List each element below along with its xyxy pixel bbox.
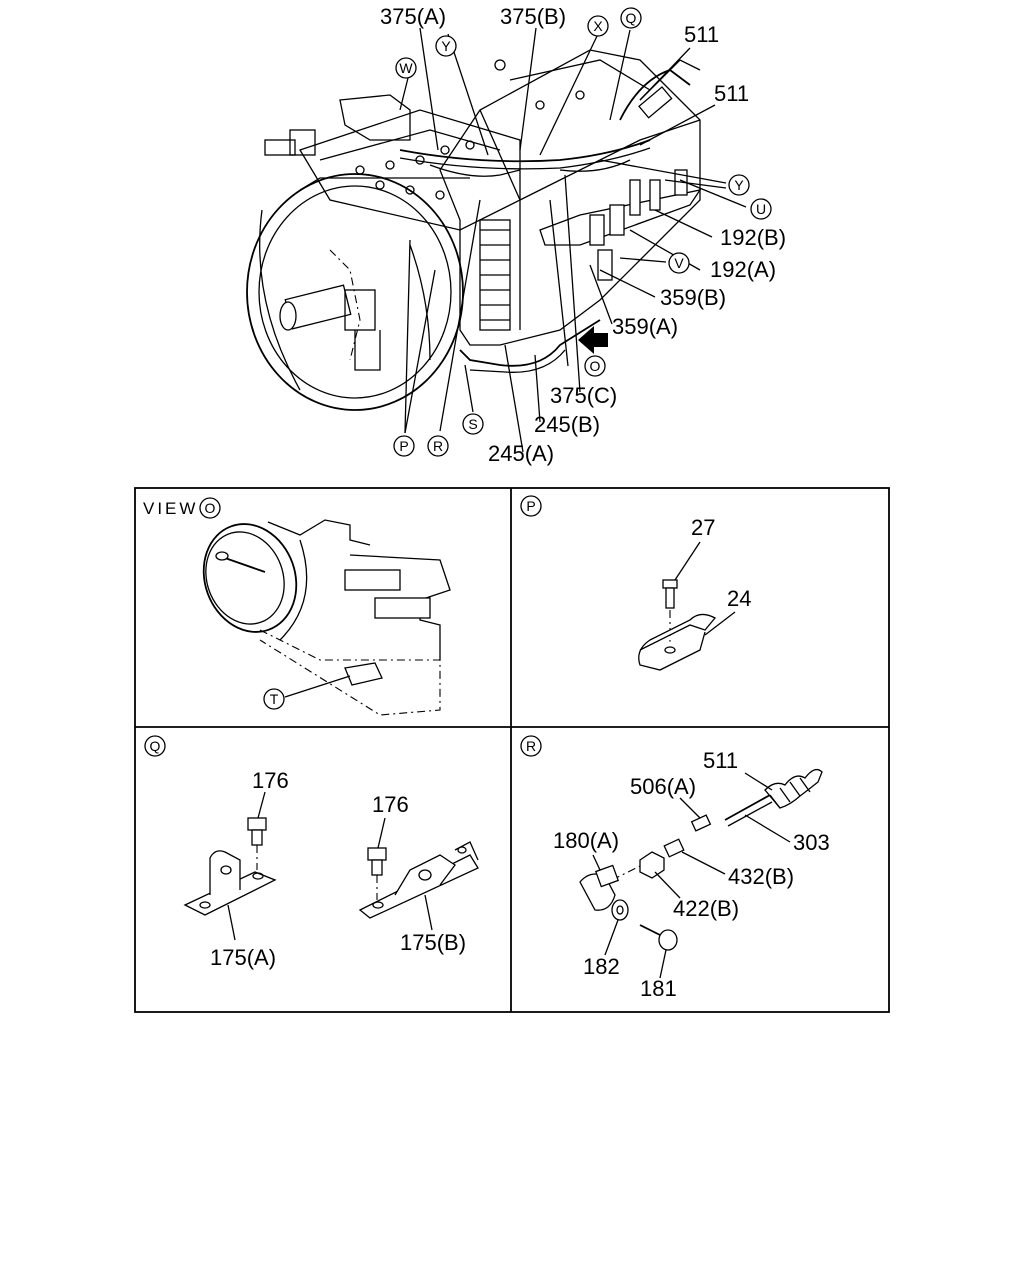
main-callouts: W Y X Q Y U V O S R P [393, 7, 772, 457]
panel-q-callout: Q [144, 735, 166, 757]
main-part-labels: 375(A) 375(B) 511 511 192(B) 192(A) 359(… [380, 4, 786, 466]
label-245a: 245(A) [488, 441, 554, 466]
panel-r: R 511 506(A) 303 180(A) 432(B) 422(B) 18… [520, 735, 830, 1001]
svg-text:Q: Q [626, 10, 637, 26]
callout-w: W [395, 57, 417, 79]
part-506a: 506(A) [630, 774, 696, 799]
svg-text:V: V [674, 255, 684, 271]
callout-q: Q [620, 7, 642, 29]
callout-t: T [263, 688, 285, 710]
panel-view-o-title: VIEW [143, 499, 198, 518]
svg-text:P: P [399, 438, 408, 454]
callout-u: U [750, 198, 772, 220]
part-175b: 175(B) [400, 930, 466, 955]
svg-text:R: R [526, 738, 536, 754]
svg-text:W: W [399, 60, 413, 76]
label-375b: 375(B) [500, 4, 566, 29]
callout-o: O [584, 355, 606, 377]
callout-r: R [427, 435, 449, 457]
part-432b: 432(B) [728, 864, 794, 889]
part-175a: 175(A) [210, 945, 276, 970]
leader-lines [399, 27, 747, 453]
svg-text:Y: Y [441, 38, 451, 54]
panel-q: Q 176 176 175(A) 175(B) [144, 735, 479, 970]
part-181: 181 [640, 976, 677, 1001]
part-511-detail: 511 [703, 748, 738, 773]
label-245b: 245(B) [534, 412, 600, 437]
part-180a: 180(A) [553, 828, 619, 853]
callout-x: X [587, 15, 609, 37]
panel-view-o-callout: O [199, 497, 221, 519]
svg-text:O: O [590, 358, 601, 374]
panel-p-callout: P [520, 495, 542, 517]
callout-v: V [668, 252, 690, 274]
svg-text:T: T [270, 691, 279, 707]
label-375c: 375(C) [550, 383, 617, 408]
svg-text:O: O [205, 500, 216, 516]
label-192a: 192(A) [710, 257, 776, 282]
callout-y-top: Y [435, 35, 457, 57]
part-176-left: 176 [252, 768, 289, 793]
label-511-top: 511 [684, 22, 719, 47]
callout-p: P [393, 435, 415, 457]
part-182: 182 [583, 954, 620, 979]
label-375a: 375(A) [380, 4, 446, 29]
part-27: 27 [691, 515, 715, 540]
label-359a: 359(A) [612, 314, 678, 339]
part-422b: 422(B) [673, 896, 739, 921]
label-511-right: 511 [714, 81, 749, 106]
svg-text:Y: Y [734, 177, 744, 193]
svg-text:R: R [433, 438, 443, 454]
svg-text:Q: Q [150, 738, 161, 754]
detail-panels-frame [134, 487, 890, 1013]
svg-text:S: S [468, 416, 477, 432]
panel-view-o: VIEW O T [143, 497, 451, 716]
part-24: 24 [727, 586, 751, 611]
part-303: 303 [793, 830, 830, 855]
svg-text:U: U [756, 201, 766, 217]
label-359b: 359(B) [660, 285, 726, 310]
panel-p: P 27 24 [520, 495, 751, 671]
part-176-right: 176 [372, 792, 409, 817]
callout-s: S [462, 413, 484, 435]
panel-r-callout: R [520, 735, 542, 757]
svg-text:P: P [526, 498, 535, 514]
label-192b: 192(B) [720, 225, 786, 250]
svg-text:X: X [593, 18, 603, 34]
callout-y-right: Y [728, 174, 750, 196]
view-direction-arrow [578, 326, 608, 354]
transmission-assembly [246, 49, 702, 411]
